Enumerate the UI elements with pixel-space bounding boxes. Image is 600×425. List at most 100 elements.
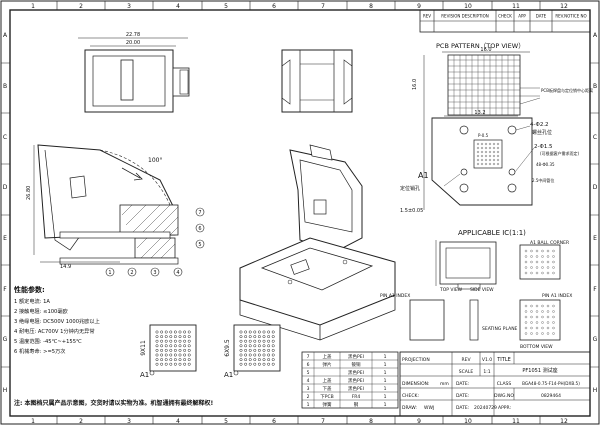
pad (262, 348, 266, 352)
pad (178, 330, 182, 334)
pad (476, 146, 480, 150)
dim-top-width: 22.78 (126, 32, 140, 38)
part-no: 6 (307, 362, 310, 368)
row-label: E (593, 235, 597, 242)
col-label: 9 (417, 3, 421, 10)
row-label: H (3, 387, 8, 394)
pad (492, 146, 496, 150)
pad (160, 348, 164, 352)
part-name: 下盖 (323, 385, 332, 392)
col-label: 8 (369, 3, 373, 10)
pad (267, 362, 271, 366)
pad (552, 321, 555, 324)
balloons: 7 6 5 4 3 2 1 (105, 207, 205, 277)
pad (187, 348, 191, 352)
pad (492, 154, 496, 158)
pad (492, 150, 496, 154)
pad (271, 358, 275, 362)
pad (476, 142, 480, 146)
part-no: 2 (307, 394, 310, 400)
part-name: 上盖 (323, 377, 332, 384)
pad (248, 348, 252, 352)
dimension-unit: mm (440, 382, 449, 387)
pad (178, 353, 182, 357)
col-label: 3 (127, 418, 131, 425)
pad (183, 353, 187, 357)
pad (178, 358, 182, 362)
spec-item: 6 机械寿命: >=5万次 (14, 347, 65, 355)
pad (271, 335, 275, 339)
pad (480, 154, 484, 158)
part-material: 黑色PEI (348, 377, 364, 384)
pad (480, 142, 484, 146)
pad (155, 344, 159, 348)
part-qty: 1 (384, 370, 387, 376)
pad (530, 321, 533, 324)
pad (546, 304, 550, 308)
a1-left-label: A1 (140, 371, 149, 379)
pad (480, 162, 484, 166)
pad (267, 330, 271, 334)
pad (535, 326, 539, 330)
pad (541, 315, 544, 319)
pad (267, 335, 271, 339)
col-label: 10 (464, 418, 472, 425)
pad (535, 260, 539, 264)
pad (155, 353, 159, 357)
date-label-2: DATE: (456, 393, 469, 399)
pad (524, 326, 528, 330)
hole-note: 螺丝孔位 (532, 129, 552, 136)
pad (262, 353, 266, 357)
pad (267, 344, 271, 348)
dim-top-inner: 20.00 (126, 40, 140, 46)
pad (248, 362, 252, 366)
hole-label: 4-Φ2.2 (530, 122, 549, 128)
pad (164, 353, 168, 357)
pad (169, 330, 173, 334)
pad (239, 353, 243, 357)
revision-table: REV REVISION DESCRIPTION CHECK APP DATE … (419, 9, 591, 33)
pad (476, 150, 480, 154)
pad (248, 358, 252, 362)
applicable-ic: APPLICABLE IC(1:1) A1 BALL CORNER PIN A1… (380, 229, 572, 350)
pad (524, 249, 528, 253)
bottom-view-label: BOTTOM VIEW (520, 344, 553, 350)
pad (552, 304, 555, 308)
col-label: 1 (31, 3, 35, 10)
pad (155, 358, 159, 362)
pad (155, 362, 159, 366)
col-label: 9 (417, 418, 421, 425)
pad (164, 362, 168, 366)
row-label: F (593, 286, 597, 293)
pad (178, 344, 182, 348)
draw-value: WWJ (424, 405, 434, 411)
pad (541, 260, 544, 264)
rev-label: REV (461, 357, 471, 363)
pad (160, 353, 164, 357)
pad (496, 146, 500, 150)
pad (535, 332, 539, 335)
row-labels-right: A B C D E F G H (593, 32, 598, 394)
pad (257, 348, 261, 352)
pad (552, 315, 555, 319)
pos-dim: 1.5±0.05 (400, 208, 423, 214)
pad (257, 358, 261, 362)
part-no: 5 (307, 370, 310, 376)
date-label: DATE: (456, 381, 469, 387)
pad (239, 339, 243, 343)
pad (267, 339, 271, 343)
col-label: 5 (224, 3, 228, 10)
pad (173, 353, 177, 357)
pad (524, 260, 528, 264)
pad (248, 353, 252, 357)
pad (488, 158, 492, 162)
pad (484, 158, 488, 162)
angle-label: 100° (148, 157, 162, 164)
pad (173, 335, 177, 339)
part-name: 弹簧 (323, 401, 332, 408)
pad (524, 255, 528, 258)
pad (173, 358, 177, 362)
part-material: 黑色PEI (348, 369, 364, 376)
pad (262, 339, 266, 343)
